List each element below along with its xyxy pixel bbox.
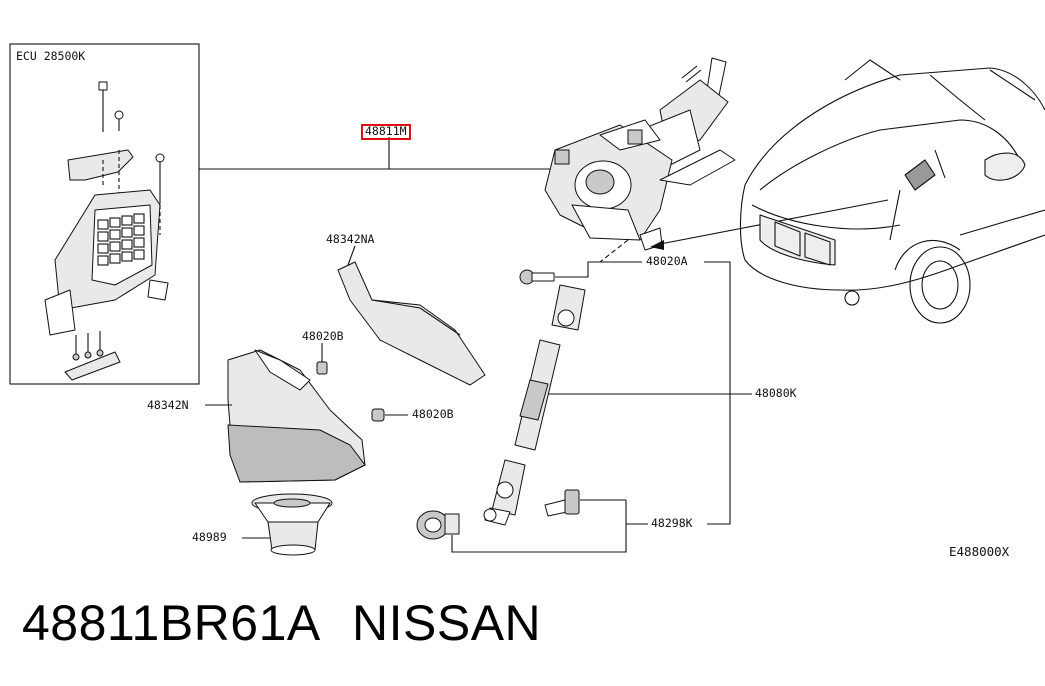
boot-illustration [251, 493, 333, 556]
label-48989: 48989 [192, 530, 227, 544]
leader-bracket-right [704, 261, 731, 525]
upper-cover-illustration [337, 261, 486, 386]
bolt-48020b-upper [316, 361, 328, 375]
label-48020b-lower: 48020B [412, 407, 454, 421]
leader-48342na [347, 245, 356, 266]
lower-cover-illustration [227, 349, 366, 483]
ecu-inset-frame [9, 43, 200, 385]
leader-48020a [555, 261, 642, 278]
leader-48298k-bracket [451, 500, 627, 553]
intermediate-shaft-illustration [483, 284, 586, 526]
label-48020b-upper: 48020B [302, 329, 344, 343]
label-48080k: 48080K [755, 386, 797, 400]
label-48342n: 48342N [147, 398, 189, 412]
steering-column-illustration [544, 57, 736, 263]
label-48342na: 48342NA [326, 232, 375, 246]
vehicle-illustration [739, 59, 1045, 324]
bolt-48020a-illustration [519, 269, 555, 285]
caption-brand: NISSAN [352, 595, 542, 651]
label-48811m-highlighted: 48811M [361, 124, 411, 140]
label-48298k: 48298K [651, 516, 693, 530]
bolt-48020b-lower [371, 408, 385, 422]
label-48020a: 48020A [646, 254, 688, 268]
bolt-48298k-illustration [544, 489, 580, 517]
caption-part-number: 48811BR61A [22, 595, 321, 651]
label-ecu: ECU 28500K [16, 49, 86, 63]
ecu-unit-illustration [44, 81, 169, 381]
nut-illustration [416, 510, 460, 540]
label-diagram-code: E488000X [949, 544, 1010, 559]
